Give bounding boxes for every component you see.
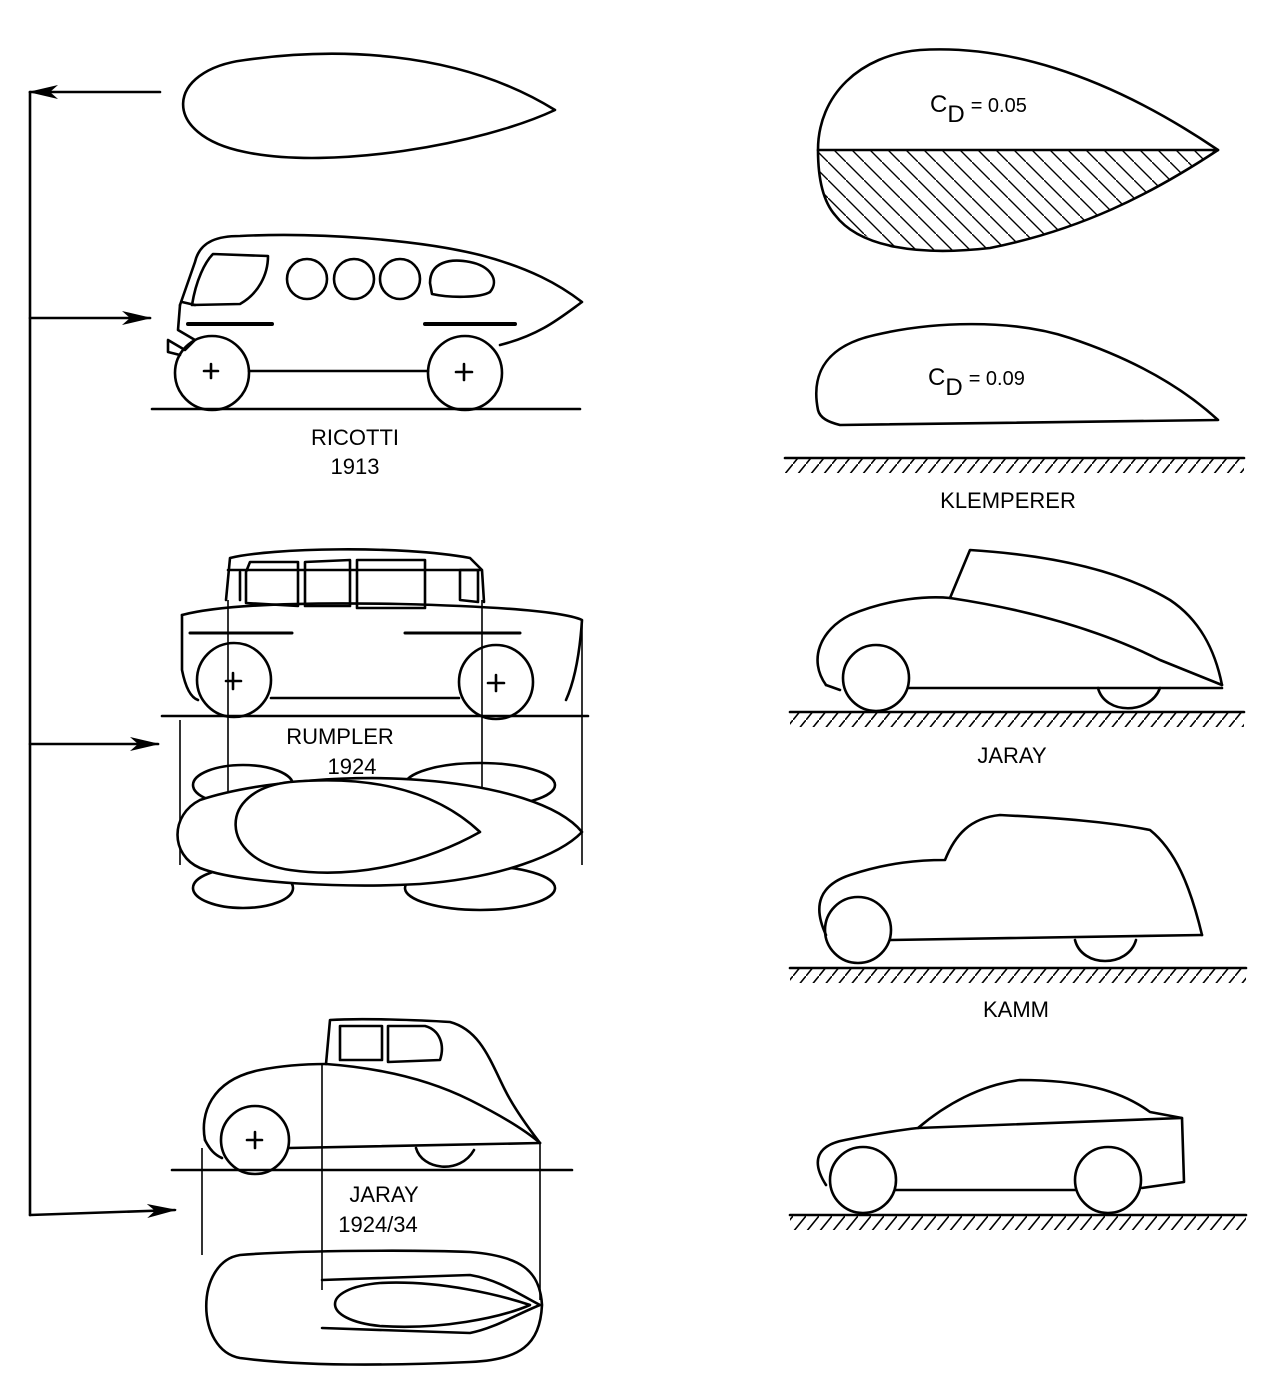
kamm-car-drawing	[788, 813, 1248, 983]
jaray-right-name-label: JARAY	[977, 743, 1047, 768]
teardrop-cd-005-drawing	[816, 48, 1220, 253]
cd-009-label: CD= 0.09	[928, 364, 1025, 401]
teardrop-shape	[181, 52, 557, 160]
ricotti-front-wheel	[173, 334, 251, 412]
evolution-arrows	[28, 85, 177, 1218]
jaray-right-car-drawing	[788, 548, 1246, 727]
kamm-name-label: KAMM	[983, 997, 1049, 1022]
jaray-1924-name-label: JARAY	[349, 1182, 419, 1207]
klemperer-name-label: KLEMPERER	[940, 488, 1076, 513]
jaray-right-front-wheel	[841, 643, 911, 713]
jaray-1924-front-wheel	[219, 1104, 291, 1176]
klemperer-drawing	[783, 322, 1246, 473]
ricotti-name-label: RICOTTI	[311, 425, 399, 450]
kamm-front-wheel	[823, 895, 893, 965]
cd-005-label: CD= 0.05	[930, 91, 1027, 128]
modern-car-drawing	[788, 1078, 1248, 1230]
jaray-1924-car-drawing	[170, 1017, 574, 1366]
ricotti-car-drawing	[150, 233, 584, 412]
jaray-1924-year-label: 1924/34	[338, 1212, 418, 1237]
rumpler-front-wheel	[195, 641, 273, 719]
rumpler-name-label: RUMPLER	[286, 724, 394, 749]
rumpler-rear-wheel	[457, 643, 535, 721]
arrow-to-jaray-1924	[28, 1203, 177, 1218]
ricotti-rear-wheel	[426, 334, 504, 412]
ricotti-year-label: 1913	[331, 454, 380, 479]
modern-car-rear-wheel	[1073, 1145, 1143, 1215]
rumpler-year-label: 1924	[328, 754, 377, 779]
rumpler-car-drawing	[160, 548, 590, 912]
modern-car-front-wheel	[828, 1145, 898, 1215]
